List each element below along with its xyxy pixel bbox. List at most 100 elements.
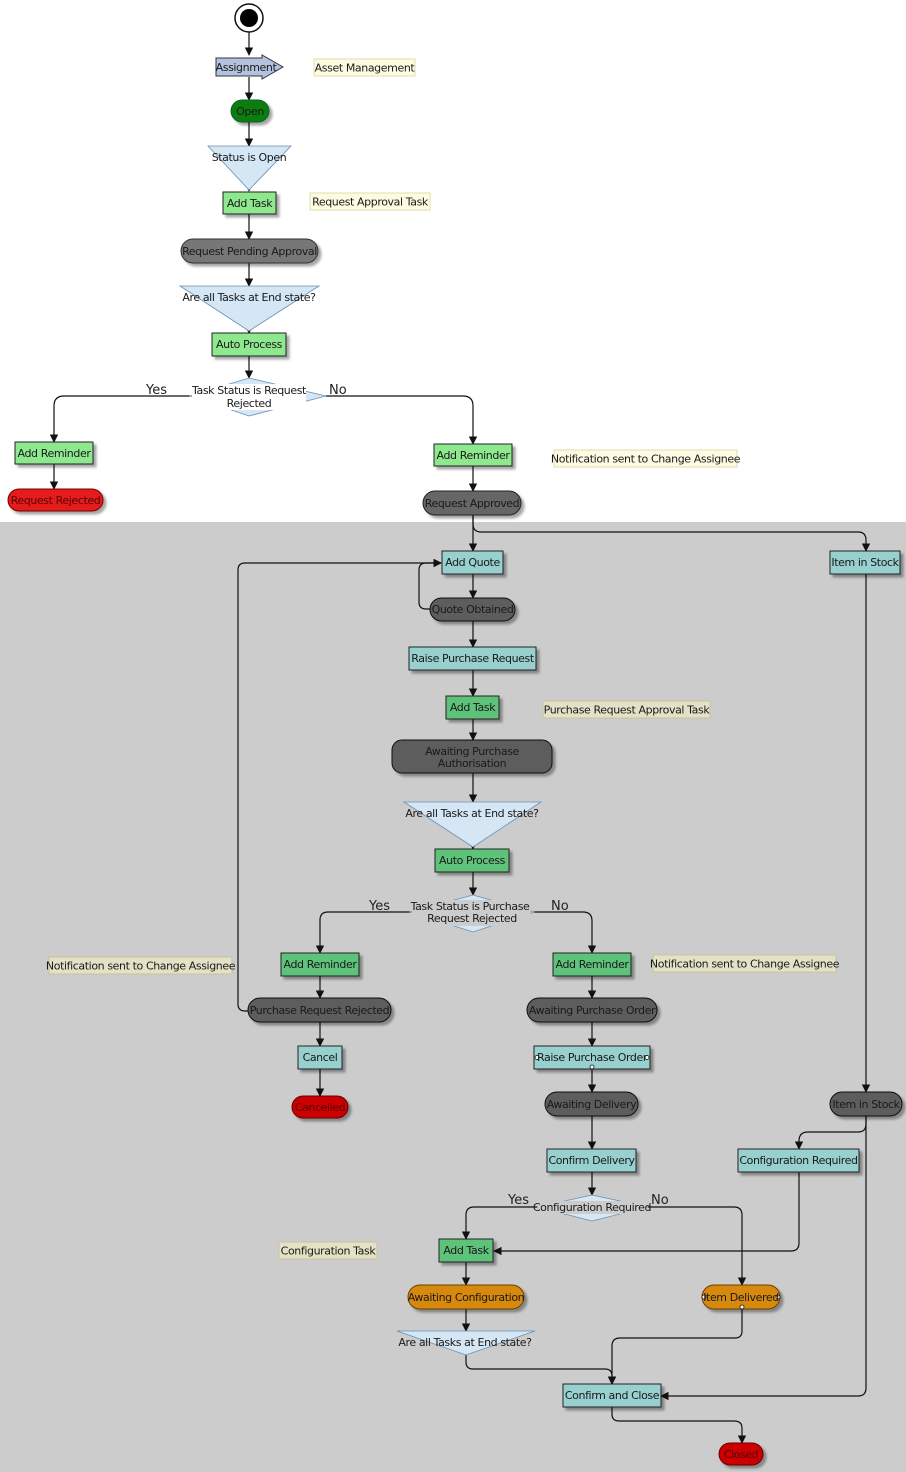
branch-label-yes-3: Yes xyxy=(507,1193,529,1208)
svg-text:Raise Purchase Order: Raise Purchase Order xyxy=(537,1051,648,1064)
action-add-task-2[interactable]: Add Task xyxy=(445,695,500,720)
svg-text:Status is Open: Status is Open xyxy=(212,151,287,164)
branch-labels: Yes No Yes No Yes No xyxy=(145,383,669,1208)
svg-text:Add Quote: Add Quote xyxy=(445,556,500,569)
note-notification-3: Notification sent to Change Assignee xyxy=(650,954,840,973)
decision-are-all-tasks-3[interactable]: Are all Tasks at End state? xyxy=(396,1330,536,1356)
svg-text:Cancel: Cancel xyxy=(303,1051,338,1064)
svg-text:Awaiting Purchase Order: Awaiting Purchase Order xyxy=(529,1004,656,1017)
svg-text:Cancelled: Cancelled xyxy=(295,1101,345,1114)
state-request-approved[interactable]: Request Approved xyxy=(422,490,522,516)
state-purchase-request-rejected[interactable]: Purchase Request Rejected xyxy=(247,997,392,1023)
state-awaiting-purchase-authorisation[interactable]: Awaiting Purchase Authorisation xyxy=(391,739,553,774)
svg-text:Auto Process: Auto Process xyxy=(216,338,283,351)
state-awaiting-purchase-order[interactable]: Awaiting Purchase Order xyxy=(526,997,658,1023)
note-purchase-request-approval-task: Purchase Request Approval Task xyxy=(542,700,711,719)
svg-text:Configuration Required: Configuration Required xyxy=(739,1154,857,1167)
state-quote-obtained[interactable]: Quote Obtained xyxy=(429,597,516,622)
svg-text:Awaiting Configuration: Awaiting Configuration xyxy=(408,1291,525,1304)
svg-text:Raise Purchase Request: Raise Purchase Request xyxy=(411,652,535,665)
svg-text:Open: Open xyxy=(236,105,264,118)
svg-text:Notification sent to Change As: Notification sent to Change Assignee xyxy=(650,958,840,971)
note-request-approval-task: Request Approval Task xyxy=(309,192,431,211)
svg-text:Asset Management: Asset Management xyxy=(315,62,416,75)
svg-text:Add Reminder: Add Reminder xyxy=(284,958,358,971)
action-item-in-stock[interactable]: Item in Stock xyxy=(829,550,901,575)
svg-text:Item in Stock: Item in Stock xyxy=(832,1098,900,1111)
action-add-reminder-left[interactable]: Add Reminder xyxy=(14,441,94,465)
svg-text:Item in Stock: Item in Stock xyxy=(831,556,899,569)
action-configuration-required[interactable]: Configuration Required xyxy=(737,1148,860,1173)
decision-status-is-open[interactable]: Status is Open xyxy=(207,145,292,191)
svg-text:Request Approval Task: Request Approval Task xyxy=(312,196,429,209)
note-configuration-task: Configuration Task xyxy=(278,1241,378,1260)
state-awaiting-configuration[interactable]: Awaiting Configuration xyxy=(407,1284,525,1310)
note-notification-1: Notification sent to Change Assignee xyxy=(551,449,741,468)
decision-task-status-request-rejected[interactable]: Task Status is Request Rejected xyxy=(188,377,327,417)
decision-configuration-required[interactable]: Configuration Required xyxy=(533,1194,652,1222)
action-auto-process-2[interactable]: Auto Process xyxy=(434,848,510,873)
svg-text:Configuration Task: Configuration Task xyxy=(281,1245,377,1258)
note-notification-2: Notification sent to Change Assignee xyxy=(46,956,236,975)
svg-text:Add Reminder: Add Reminder xyxy=(437,449,511,462)
svg-text:Request Approved: Request Approved xyxy=(425,497,520,510)
svg-text:Task Status is Purchase: Task Status is Purchase xyxy=(410,900,530,913)
svg-text:Awaiting Purchase: Awaiting Purchase xyxy=(425,745,519,758)
svg-text:Quote Obtained: Quote Obtained xyxy=(432,603,514,616)
branch-label-no-1: No xyxy=(329,383,347,398)
svg-text:Task Status is Request: Task Status is Request xyxy=(191,384,307,397)
svg-text:Notification sent to Change As: Notification sent to Change Assignee xyxy=(46,960,236,973)
svg-text:Purchase Request Approval Task: Purchase Request Approval Task xyxy=(544,704,711,717)
state-cancelled[interactable]: Cancelled xyxy=(291,1095,349,1119)
state-item-delivered[interactable]: Item Delivered xyxy=(701,1284,781,1310)
svg-text:Are all Tasks at End state?: Are all Tasks at End state? xyxy=(398,1336,532,1349)
svg-text:Add Task: Add Task xyxy=(443,1244,489,1257)
svg-text:Assignment: Assignment xyxy=(216,61,278,74)
state-closed[interactable]: Closed xyxy=(718,1442,764,1466)
action-raise-purchase-order[interactable]: Raise Purchase Order xyxy=(533,1045,651,1070)
decision-are-all-tasks-2[interactable]: Are all Tasks at End state? xyxy=(402,801,543,848)
note-asset-management: Asset Management xyxy=(313,58,416,77)
action-add-reminder-pr-left[interactable]: Add Reminder xyxy=(280,952,360,977)
svg-text:Confirm and Close: Confirm and Close xyxy=(565,1389,660,1402)
svg-text:Purchase Request Rejected: Purchase Request Rejected xyxy=(250,1004,389,1017)
lower-region-background xyxy=(0,522,906,1472)
action-confirm-and-close[interactable]: Confirm and Close xyxy=(562,1383,662,1408)
state-open[interactable]: Open xyxy=(230,99,270,123)
state-item-in-stock[interactable]: Item in Stock xyxy=(829,1091,903,1117)
state-request-pending-approval[interactable]: Request Pending Approval xyxy=(180,238,319,264)
branch-label-yes-1: Yes xyxy=(145,383,167,398)
action-add-task-3[interactable]: Add Task xyxy=(438,1238,494,1263)
action-add-reminder-right[interactable]: Add Reminder xyxy=(433,443,513,467)
svg-text:Request Rejected: Request Rejected xyxy=(427,912,517,925)
action-cancel[interactable]: Cancel xyxy=(297,1045,343,1070)
svg-text:Notification sent to Change As: Notification sent to Change Assignee xyxy=(551,453,741,466)
svg-text:Configuration Required: Configuration Required xyxy=(533,1201,651,1214)
svg-text:Confirm Delivery: Confirm Delivery xyxy=(548,1154,635,1167)
svg-text:Request Pending Approval: Request Pending Approval xyxy=(182,245,317,258)
decision-task-status-purchase-rejected[interactable]: Task Status is Purchase Request Rejected xyxy=(408,894,536,933)
state-request-rejected[interactable]: Request Rejected xyxy=(7,488,104,512)
action-confirm-delivery[interactable]: Confirm Delivery xyxy=(546,1148,637,1173)
start-node-icon xyxy=(234,3,264,33)
svg-text:Auto Process: Auto Process xyxy=(439,854,506,867)
svg-text:Closed: Closed xyxy=(724,1448,759,1461)
svg-text:Authorisation: Authorisation xyxy=(438,757,507,770)
decision-are-all-tasks-1[interactable]: Are all Tasks at End state? xyxy=(178,285,321,332)
svg-text:Rejected: Rejected xyxy=(227,397,272,410)
svg-text:Request Rejected: Request Rejected xyxy=(11,494,101,507)
action-auto-process-1[interactable]: Auto Process xyxy=(211,332,287,357)
state-awaiting-delivery[interactable]: Awaiting Delivery xyxy=(544,1091,639,1117)
node-assignment[interactable]: Assignment xyxy=(215,54,285,80)
connectors xyxy=(49,31,871,1444)
action-add-reminder-pr-right[interactable]: Add Reminder xyxy=(552,952,632,977)
action-add-quote[interactable]: Add Quote xyxy=(441,550,504,575)
svg-text:Awaiting Delivery: Awaiting Delivery xyxy=(547,1098,637,1111)
action-raise-purchase-request[interactable]: Raise Purchase Request xyxy=(408,646,537,671)
action-add-task-1[interactable]: Add Task xyxy=(222,191,277,215)
svg-text:Add Task: Add Task xyxy=(227,197,273,210)
svg-text:Add Task: Add Task xyxy=(450,701,496,714)
svg-text:Are all Tasks at End state?: Are all Tasks at End state? xyxy=(405,807,539,820)
